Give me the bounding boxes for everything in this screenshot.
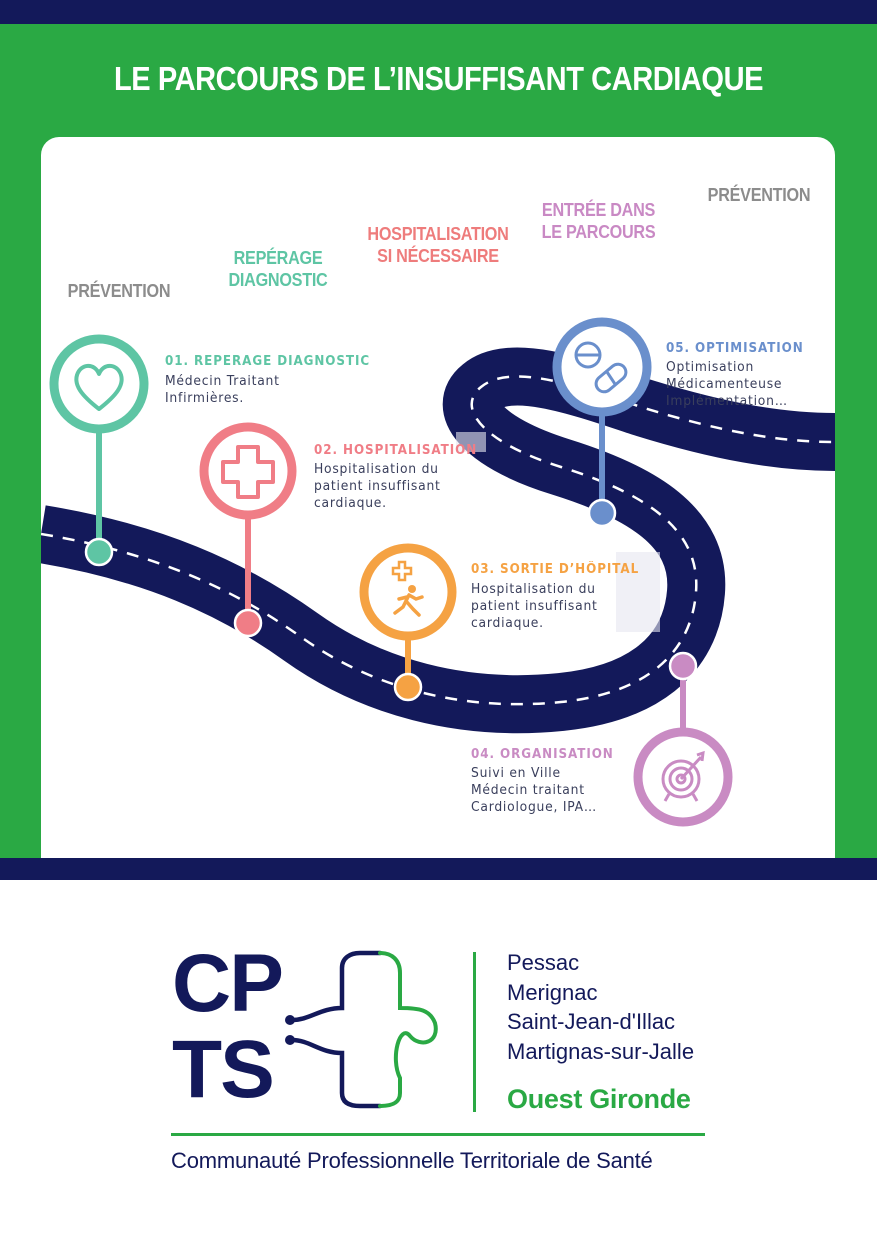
city-list: Pessac Merignac Saint-Jean-d'Illac Marti… bbox=[507, 948, 694, 1066]
shadow-shape bbox=[456, 432, 486, 452]
medical-cross-icon bbox=[221, 445, 275, 499]
phase-label-prevention-2: PRÉVENTION bbox=[707, 185, 811, 205]
pin-02 bbox=[199, 422, 297, 638]
pills-icon bbox=[574, 341, 628, 394]
page-title: LE PARCOURS DE L’INSUFFISANT CARDIAQUE bbox=[113, 60, 764, 97]
step-01-title: 01. REPERAGE DIAGNOSTIC bbox=[165, 354, 371, 369]
step-04-line: Suivi en Ville bbox=[471, 766, 561, 781]
region-name: Ouest Gironde bbox=[507, 1084, 691, 1114]
city-name: Saint-Jean-d'Illac bbox=[507, 1009, 676, 1034]
step-03-line: cardiaque. bbox=[471, 616, 544, 631]
step-02-line: cardiaque. bbox=[314, 496, 387, 511]
step-04-line: Médecin traitant bbox=[471, 783, 585, 798]
city-name: Martignas-sur-Jalle bbox=[507, 1038, 695, 1064]
step-03-line: patient insuffisant bbox=[471, 599, 598, 614]
step-04-line: Cardiologue, IPA… bbox=[471, 800, 598, 815]
step-02-title: 02. HOSPITALISATION bbox=[314, 443, 478, 458]
logo-ts-text: TS bbox=[172, 1024, 275, 1115]
road bbox=[41, 347, 835, 734]
step-01-desc: Médecin Traitant Infirmières. bbox=[165, 373, 280, 407]
pin-05 bbox=[552, 317, 652, 528]
city-name: Pessac bbox=[507, 950, 580, 975]
pin-01 bbox=[49, 334, 149, 567]
step-01-line: Médecin Traitant bbox=[165, 374, 280, 389]
step-05-line: Médicamenteuse bbox=[666, 377, 783, 392]
heart-icon bbox=[74, 363, 124, 411]
step-03-title: 03. SORTIE D’HÔPITAL bbox=[471, 562, 640, 577]
target-icon bbox=[661, 750, 705, 802]
step-05-line: Optimisation bbox=[666, 360, 755, 375]
step-03-line: Hospitalisation du bbox=[471, 582, 596, 597]
journey-road-diagram bbox=[41, 317, 835, 827]
phase-label-prevention-1: PRÉVENTION bbox=[67, 281, 171, 301]
step-05-title: 05. OPTIMISATION bbox=[666, 341, 804, 356]
running-person-icon bbox=[391, 560, 424, 617]
bottom-bar bbox=[0, 858, 877, 880]
shadow-shape bbox=[616, 552, 660, 632]
step-05-desc: Optimisation Médicamenteuse Implémentati… bbox=[666, 359, 788, 410]
stethoscope-cross-logo-icon bbox=[285, 950, 438, 1109]
step-04-title: 04. ORGANISATION bbox=[471, 747, 614, 762]
step-02-desc: Hospitalisation du patient insuffisant c… bbox=[314, 461, 441, 512]
top-bar bbox=[0, 0, 877, 24]
step-05-line: Implémentation… bbox=[666, 394, 788, 409]
logo-divider bbox=[473, 952, 476, 1112]
step-02-line: Hospitalisation du bbox=[314, 462, 439, 477]
pin-04 bbox=[633, 651, 733, 827]
step-03-desc: Hospitalisation du patient insuffisant c… bbox=[471, 581, 598, 632]
step-04-desc: Suivi en Ville Médecin traitant Cardiolo… bbox=[471, 765, 597, 816]
city-name: Merignac bbox=[507, 979, 598, 1005]
step-02-line: patient insuffisant bbox=[314, 479, 441, 494]
pin-03 bbox=[359, 543, 457, 702]
step-01-line: Infirmières. bbox=[165, 391, 245, 406]
footer-tagline: Communauté Professionnelle Territoriale … bbox=[171, 1148, 653, 1173]
logo-cp-text: CP bbox=[172, 938, 284, 1029]
footer-divider bbox=[171, 1133, 705, 1136]
